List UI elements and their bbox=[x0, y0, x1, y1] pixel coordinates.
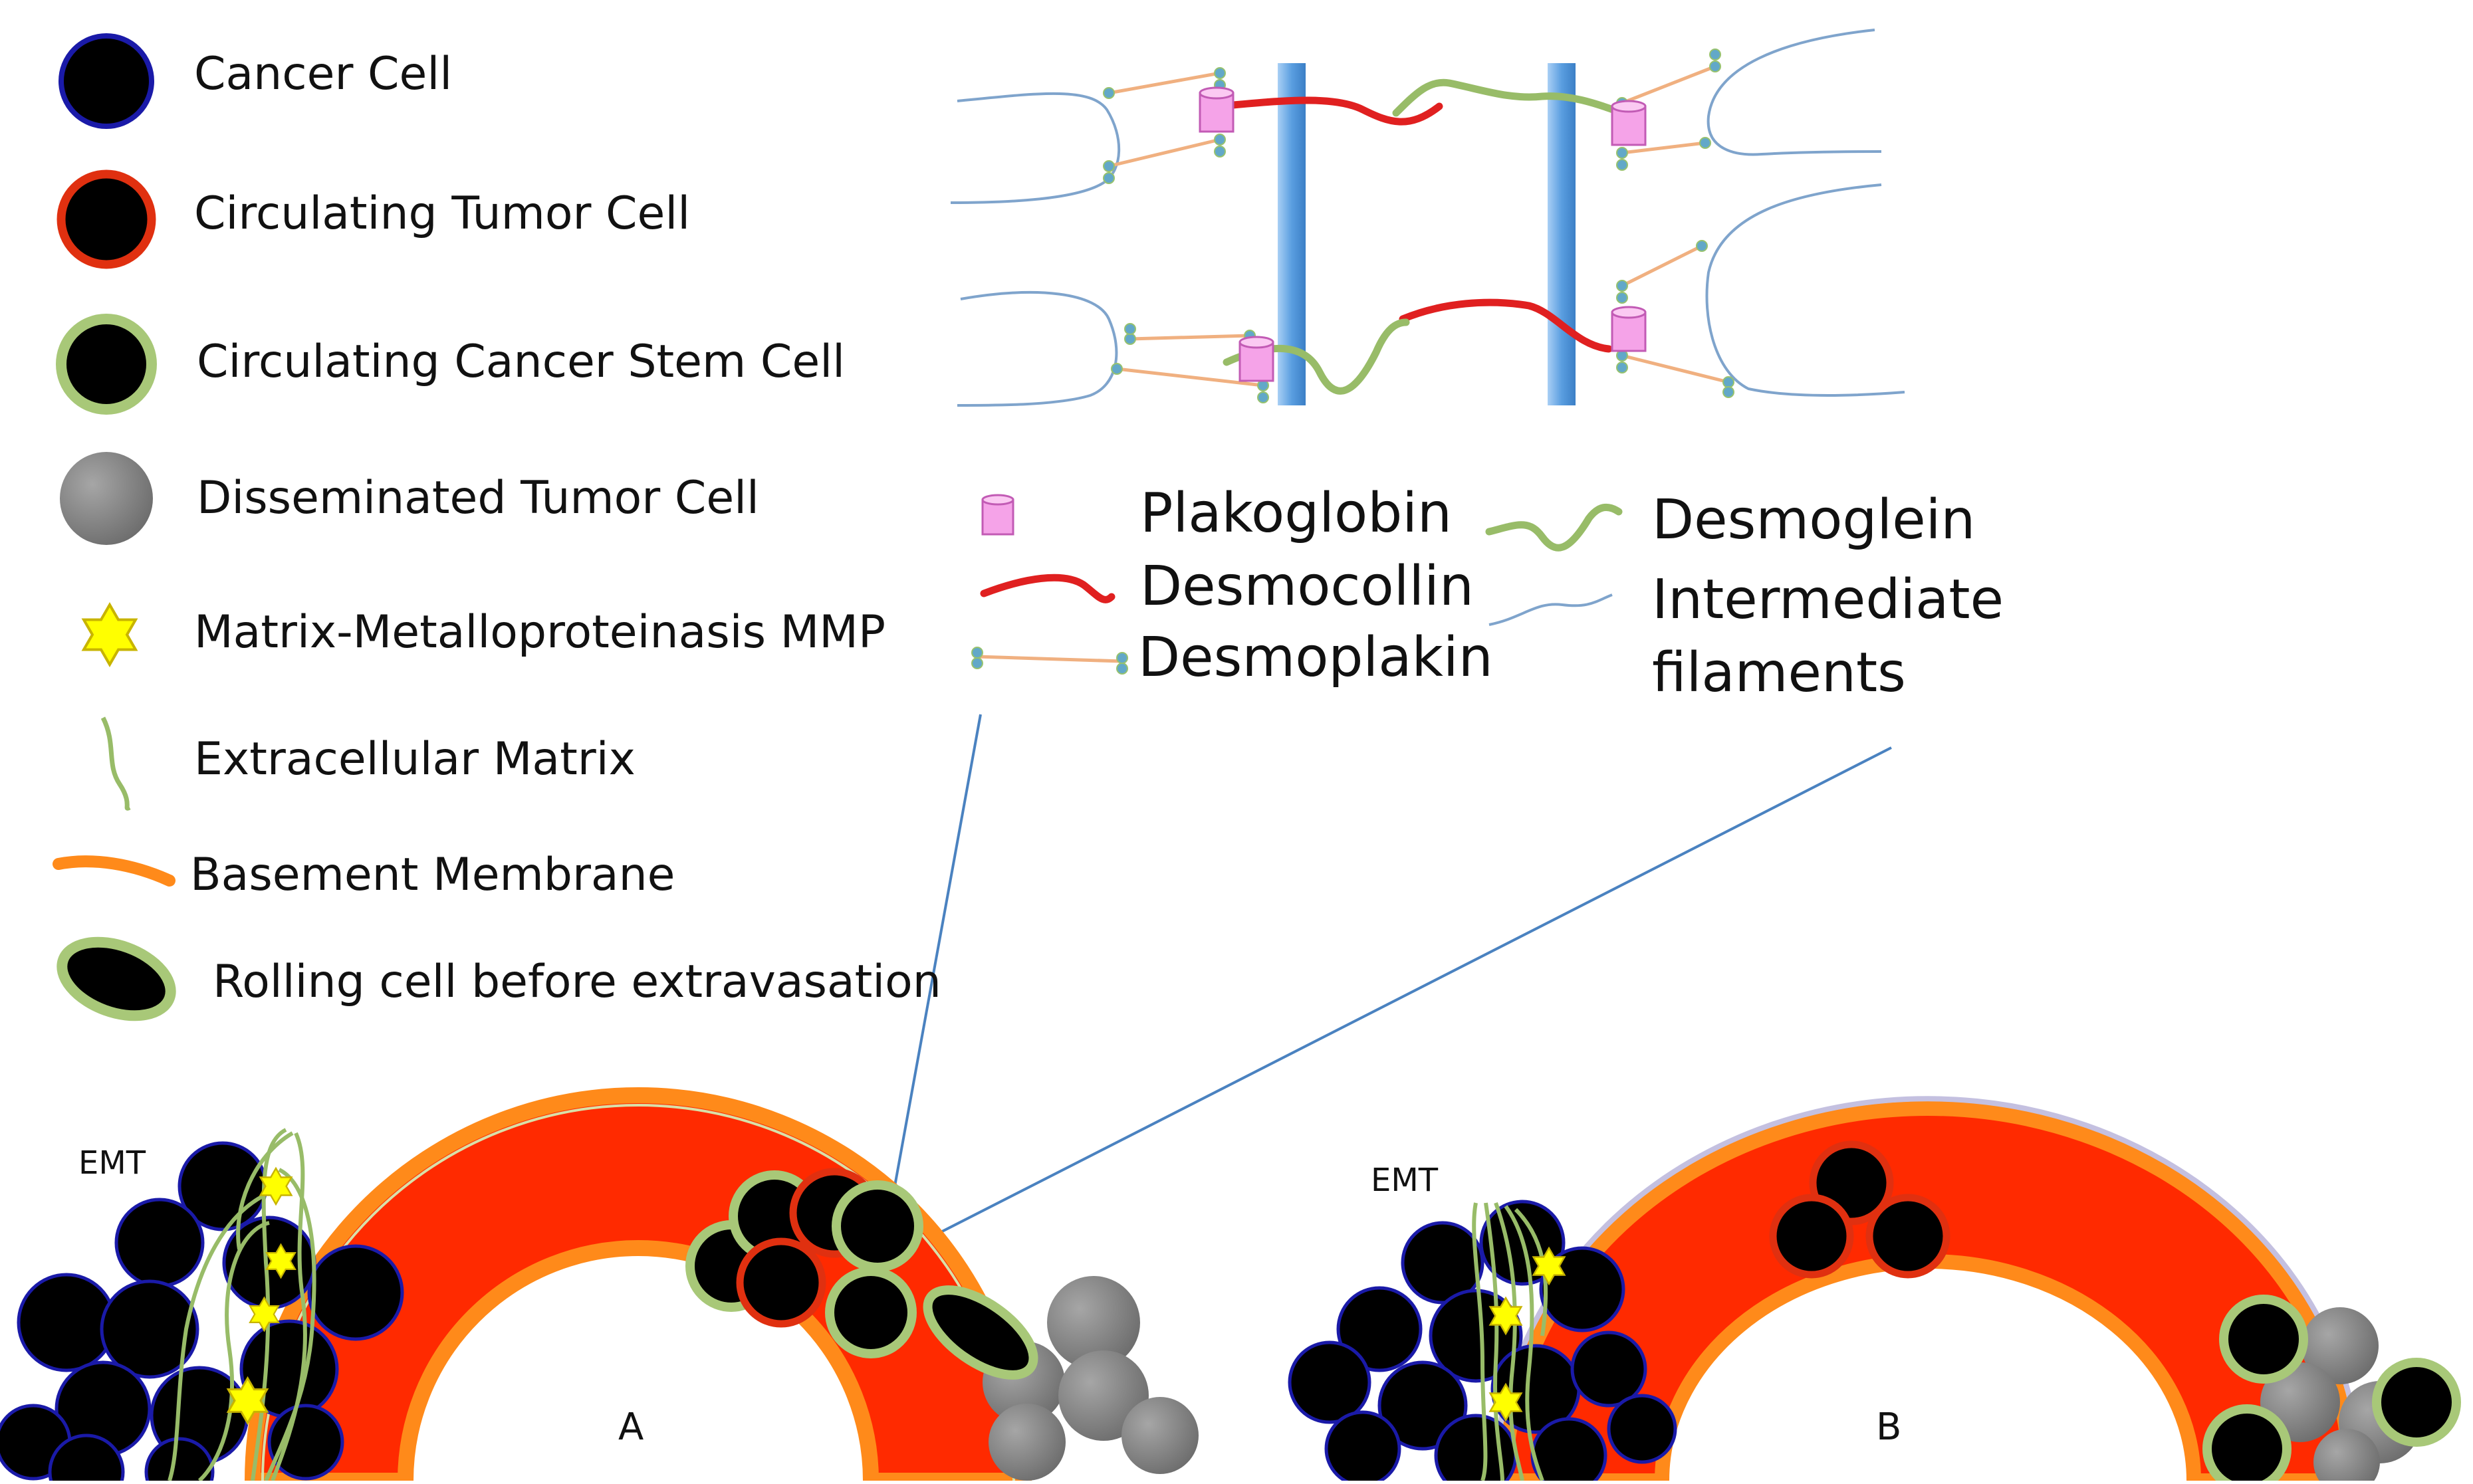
desmocollin-bottom bbox=[1399, 298, 1613, 353]
panel-label-b: B bbox=[1876, 1406, 1902, 1449]
circulating-cells-a bbox=[685, 1168, 1038, 1380]
circulating-tumor-cell-icon bbox=[57, 169, 156, 269]
stem-cells-b bbox=[2202, 1295, 2461, 1484]
panel-b bbox=[1288, 1096, 2461, 1484]
plakoglobin-shapes bbox=[1199, 86, 1647, 382]
intermediate-filaments-legend-icon bbox=[1488, 593, 1613, 626]
filament-top-right bbox=[1707, 29, 1882, 156]
label-plakoglobin: Plakoglobin bbox=[1140, 482, 1453, 545]
plakoglobin-legend-icon bbox=[981, 494, 1014, 536]
rolling-cell-icon bbox=[57, 936, 176, 1021]
filament-bottom-left bbox=[957, 291, 1118, 407]
label-intermediate: Intermediate bbox=[1652, 568, 2004, 631]
disseminated-tumor-cell-icon bbox=[60, 452, 153, 545]
legend-label-disseminated-tumor-cell: Disseminated Tumor Cell bbox=[197, 472, 759, 524]
legend-label-basement-membrane: Basement Membrane bbox=[190, 849, 675, 901]
legend-label-extracellular-matrix: Extracellular Matrix bbox=[194, 733, 636, 786]
legend-label-circulating-tumor-cell: Circulating Tumor Cell bbox=[194, 187, 691, 240]
desmoplakin-legend-icon bbox=[971, 647, 1128, 675]
legend-label-circulating-cancer-stem-cell: Circulating Cancer Stem Cell bbox=[197, 336, 845, 388]
mmp-star-icon bbox=[82, 603, 137, 666]
desmocollin-top bbox=[1229, 96, 1443, 126]
panel-label-a: A bbox=[618, 1406, 644, 1449]
label-desmoplakin: Desmoplakin bbox=[1138, 626, 1493, 689]
label-emt-b: EMT bbox=[1371, 1162, 1439, 1199]
circulating-cancer-stem-cell-icon bbox=[56, 314, 157, 415]
rolling-cell-a bbox=[923, 1285, 1038, 1380]
desmosome-diagram bbox=[950, 29, 1905, 407]
filament-top-left bbox=[950, 92, 1121, 204]
label-desmocollin: Desmocollin bbox=[1140, 555, 1474, 618]
ctc-cluster-b bbox=[1769, 1140, 1950, 1279]
cancer-cell-icon bbox=[59, 33, 154, 129]
legend-icons bbox=[53, 33, 176, 1021]
panel-a bbox=[0, 1087, 1199, 1484]
label-filaments: filaments bbox=[1652, 641, 1906, 704]
desmoglein-legend-icon bbox=[1485, 504, 1623, 552]
desmoglein-top bbox=[1392, 78, 1626, 117]
legend-label-rolling-cell: Rolling cell before extravasation bbox=[213, 956, 941, 1008]
basement-membrane-icon bbox=[53, 855, 176, 887]
label-desmoglein: Desmoglein bbox=[1652, 488, 1976, 552]
zoom-lines bbox=[880, 714, 1892, 1264]
filament-bottom-right bbox=[1705, 183, 1905, 397]
extracellular-matrix-icon bbox=[100, 716, 131, 811]
membrane-column-right bbox=[1548, 63, 1576, 405]
desmocollin-legend-icon bbox=[980, 574, 1116, 603]
desmosome-legend-icons bbox=[971, 494, 1623, 675]
legend-label-cancer-cell: Cancer Cell bbox=[194, 48, 453, 100]
cancer-cluster-a bbox=[0, 1141, 404, 1484]
legend-label-mmp: Matrix-Metalloproteinasis MMP bbox=[194, 606, 885, 659]
label-emt-a: EMT bbox=[78, 1144, 146, 1182]
